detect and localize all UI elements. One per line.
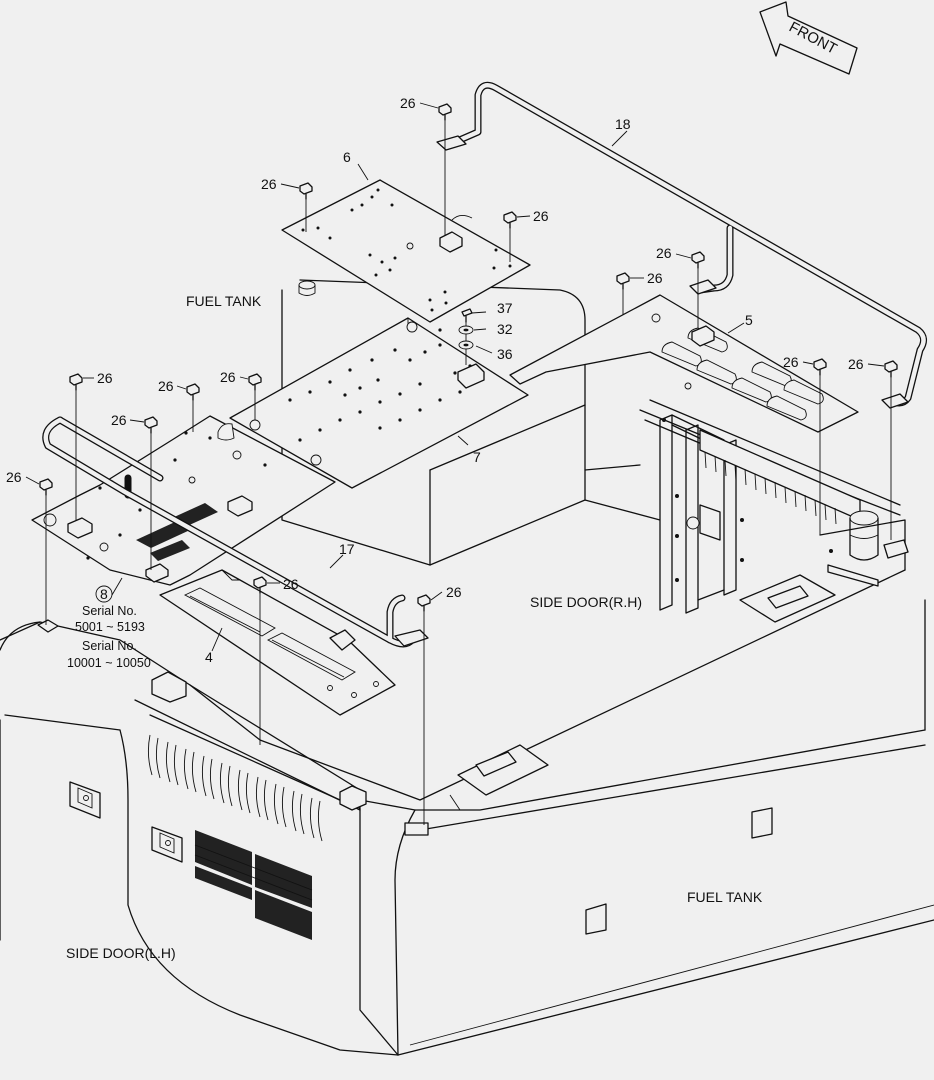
bolt-label: 26 bbox=[656, 245, 672, 261]
part-18-label: 18 bbox=[615, 116, 631, 132]
part-7-cover-plate bbox=[229, 317, 529, 489]
fuel-tank-lower-label: FUEL TANK bbox=[687, 889, 763, 905]
part-5-label: 5 bbox=[745, 312, 753, 328]
serial-2-range: 10001 ~ 10050 bbox=[67, 656, 151, 670]
bolt-label: 26 bbox=[533, 208, 549, 224]
bolt-label: 26 bbox=[446, 584, 462, 600]
bolt-label: 26 bbox=[848, 356, 864, 372]
bolt-label: 26 bbox=[647, 270, 663, 286]
part-5-cover-plate bbox=[509, 294, 859, 433]
bolt-label: 26 bbox=[783, 354, 799, 370]
louvers bbox=[147, 734, 323, 842]
side-door-rh-label: SIDE DOOR(R.H) bbox=[530, 594, 642, 610]
part-18-handrail bbox=[436, 81, 927, 409]
part-17-handrail bbox=[42, 416, 429, 651]
part-8-cover-plate bbox=[31, 415, 336, 586]
part-32-label: 32 bbox=[497, 321, 513, 337]
bolt-label: 26 bbox=[6, 469, 22, 485]
part-8-label: 8 bbox=[100, 586, 108, 602]
bolt-label: 26 bbox=[158, 378, 174, 394]
machine-housing bbox=[189, 279, 934, 1056]
part-17-label: 17 bbox=[339, 541, 355, 557]
bolt-icon bbox=[39, 103, 898, 612]
part-8-circle bbox=[95, 585, 113, 603]
side-door-lh-label: SIDE DOOR(L.H) bbox=[66, 945, 176, 961]
bolt-label: 26 bbox=[400, 95, 416, 111]
serial-1-range: 5001 ~ 5193 bbox=[75, 620, 145, 634]
bolt-label: 26 bbox=[97, 370, 113, 386]
part-4-cover-plate bbox=[159, 569, 396, 716]
serial-2-title: Serial No. bbox=[82, 639, 137, 653]
fuel-tank-upper-label: FUEL TANK bbox=[186, 293, 262, 309]
part-36-label: 36 bbox=[497, 346, 513, 362]
part-6-cover-plate bbox=[281, 179, 531, 323]
side-door-lh-housing bbox=[0, 619, 399, 1056]
front-arrow: FRONT bbox=[759, 1, 858, 75]
part-37-label: 37 bbox=[497, 300, 513, 316]
part-7-label: 7 bbox=[473, 449, 481, 465]
part-6-label: 6 bbox=[343, 149, 351, 165]
bolt-label: 26 bbox=[261, 176, 277, 192]
mesh-grille bbox=[194, 830, 313, 940]
side-door-rh-frame bbox=[639, 399, 909, 614]
part-4-label: 4 bbox=[205, 649, 213, 665]
bolt-label: 26 bbox=[111, 412, 127, 428]
bolt-set bbox=[25, 102, 898, 825]
serial-1-title: Serial No. bbox=[82, 604, 137, 618]
part-labels: 26 26 26 26 26 26 26 26 26 26 26 26 26 2… bbox=[6, 95, 864, 961]
bolt-label: 26 bbox=[220, 369, 236, 385]
comb-teeth bbox=[704, 451, 837, 525]
bolt-label: 26 bbox=[283, 576, 299, 592]
